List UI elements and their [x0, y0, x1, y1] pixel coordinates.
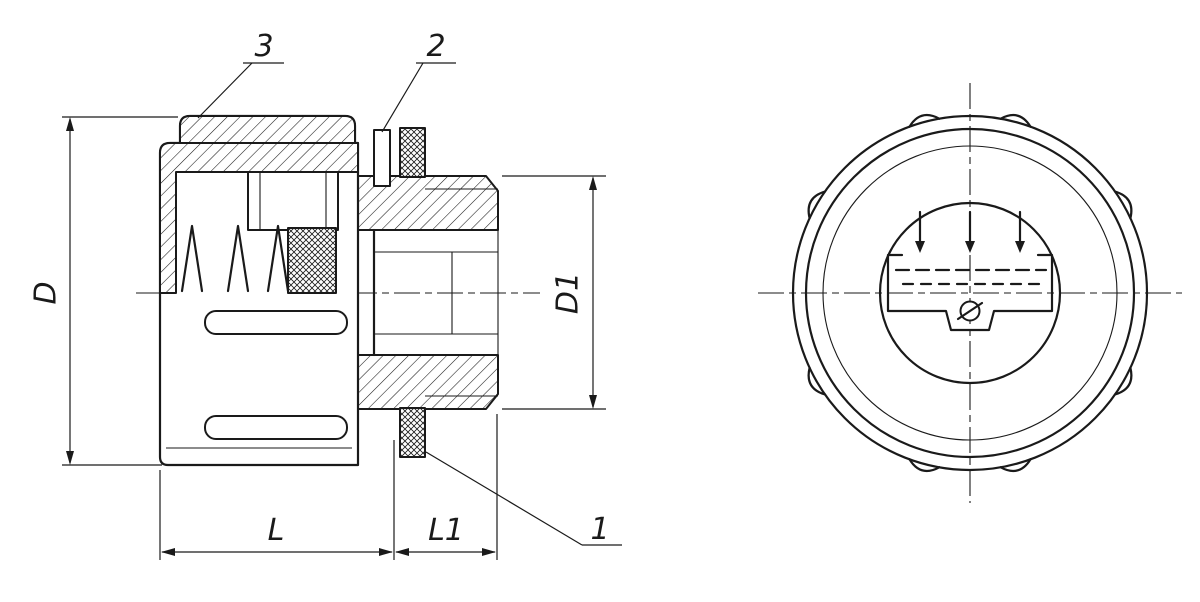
down-arrowhead-icon [1015, 241, 1025, 253]
dimension-label-d1: D1 [551, 272, 586, 314]
callout-label-2: 2 [426, 29, 445, 64]
callout-1: 1 [425, 451, 622, 547]
dimension-d1: D1 [502, 175, 606, 410]
spring-coil [180, 224, 204, 293]
skirt-slot-lower [204, 415, 348, 440]
grip-bump [807, 190, 827, 220]
dimension-arrow-icon [482, 548, 496, 556]
dimension-label-d: D [29, 281, 64, 304]
vent-oil-symbol [886, 210, 1054, 332]
oil-tank-outline [886, 253, 1054, 332]
screw-body [357, 175, 499, 410]
dimension-arrow-icon [66, 117, 74, 131]
grip-bump [999, 458, 1032, 473]
dimension-arrow-icon [161, 548, 175, 556]
spring-coil [226, 224, 250, 293]
grip-bump [908, 458, 941, 473]
body-section-lower [357, 354, 499, 410]
callout-label-3: 3 [254, 29, 273, 64]
leader-line [425, 451, 583, 546]
spring [180, 224, 290, 293]
knurl-upper [399, 127, 426, 178]
valve-slash [956, 301, 984, 321]
dimension-label-l1: L1 [428, 513, 464, 548]
down-arrows [915, 210, 1025, 253]
down-arrowhead-icon [915, 241, 925, 253]
callout-2: 2 [381, 29, 456, 133]
dimension-arrow-icon [589, 176, 597, 190]
cap-outer-circle [791, 114, 1149, 472]
spring-coil [266, 224, 290, 293]
protective-cap [158, 114, 360, 467]
leader-line [381, 62, 424, 133]
cap-knurled-band-section [179, 115, 356, 144]
knurl-lower [399, 407, 426, 458]
cap-face-circle [822, 145, 1118, 441]
callout-3: 3 [197, 29, 284, 119]
valve-piston [287, 227, 337, 294]
skirt-slot-upper [204, 310, 348, 335]
dimension-d: D [29, 116, 178, 466]
leader-line [197, 62, 253, 119]
grip-bump [999, 113, 1032, 128]
grip-bump [1113, 190, 1133, 220]
dimension-arrow-icon [589, 395, 597, 409]
cap-rim-circle [804, 127, 1136, 459]
seal-washer [373, 129, 391, 187]
dimension-arrow-icon [379, 548, 393, 556]
dimension-arrow-icon [395, 548, 409, 556]
grip-bump [807, 366, 827, 396]
dimension-arrow-icon [66, 451, 74, 465]
dimension-l-l1: L L1 [159, 414, 498, 560]
symbol-circle [878, 201, 1062, 385]
grip-bump [1113, 366, 1133, 396]
piston-guide [247, 171, 339, 231]
down-arrowhead-icon [965, 241, 975, 253]
dimension-label-l: L [268, 513, 285, 548]
grip-bumps [807, 113, 1133, 473]
front-view [791, 113, 1149, 473]
callout-label-1: 1 [590, 512, 609, 547]
grip-bump [908, 113, 941, 128]
knurled-ring [399, 127, 426, 458]
side-section-view [158, 114, 499, 467]
dimensions: D D1 L L1 3 [29, 29, 622, 560]
